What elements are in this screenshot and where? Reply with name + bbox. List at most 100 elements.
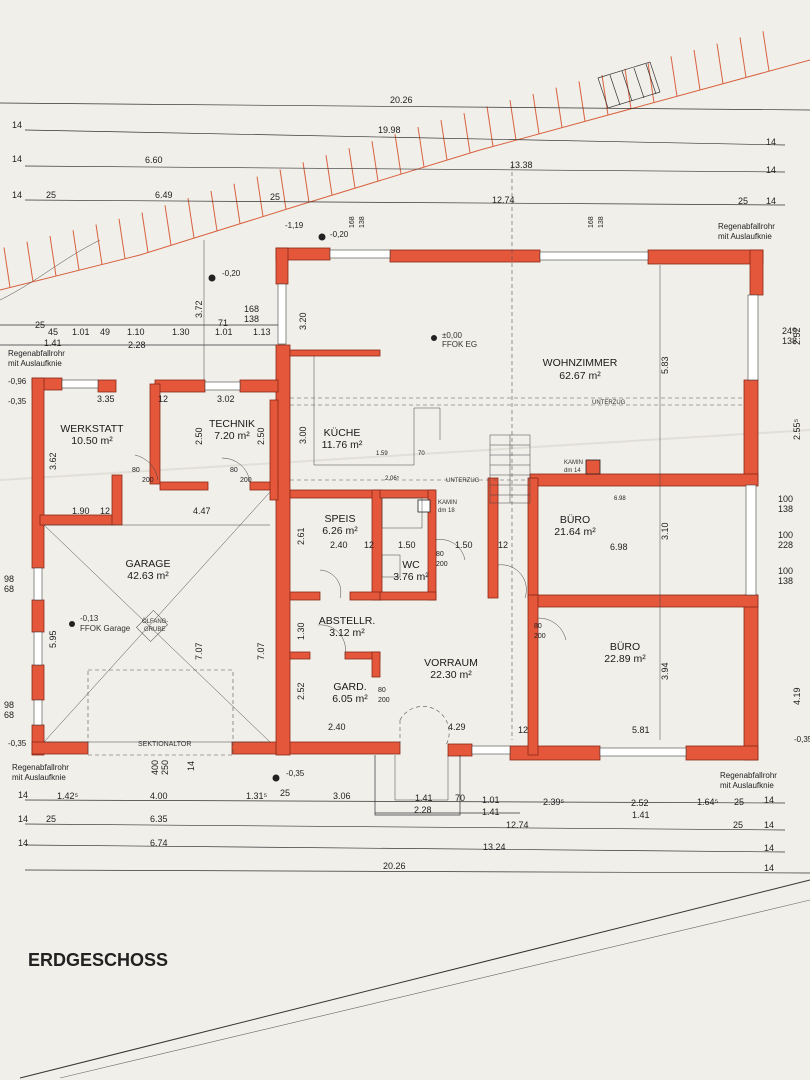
svg-text:mit Auslaufknie: mit Auslaufknie <box>720 781 774 790</box>
site-edge-line <box>19 879 810 1079</box>
hatch-mark <box>26 241 34 282</box>
dim-bottom-2a: 6.35 <box>150 814 168 824</box>
svg-text:1.41: 1.41 <box>44 338 62 348</box>
svg-text:2.28: 2.28 <box>128 340 146 350</box>
svg-text:1.41: 1.41 <box>632 810 650 820</box>
level-markers: -0,20 -0,20 -1,19 -0,96 -0,35 -0,35 -0,3… <box>8 221 810 782</box>
svg-text:2.52: 2.52 <box>792 327 802 345</box>
svg-text:-0,96: -0,96 <box>8 377 27 386</box>
dim-bottom-25b: 25 <box>733 820 743 830</box>
svg-text:3.02: 3.02 <box>217 394 235 404</box>
hatch-mark <box>739 37 747 78</box>
svg-text:138: 138 <box>359 216 366 228</box>
room-technik-name: TECHNIK <box>209 418 255 430</box>
svg-text:200: 200 <box>142 477 154 484</box>
hatch-mark <box>509 100 517 141</box>
dim-bottom-3a: 6.74 <box>150 838 168 848</box>
dim-bottom-14f: 14 <box>764 843 774 853</box>
room-buero1-name: BÜRO <box>560 514 590 526</box>
hatch-mark <box>417 127 425 168</box>
svg-text:6.98: 6.98 <box>610 542 628 552</box>
svg-text:5.81: 5.81 <box>632 725 650 735</box>
room-werkstatt-area: 10.50 m² <box>71 435 113 447</box>
hatch-mark <box>440 120 448 161</box>
dim-top-2: 19.98 <box>378 125 401 135</box>
kitchen-counters <box>313 356 441 578</box>
hatch-mark <box>279 169 287 210</box>
svg-text:1.01: 1.01 <box>215 327 233 337</box>
svg-text:±0,00: ±0,00 <box>442 331 463 340</box>
svg-text:-0,35: -0,35 <box>286 769 305 778</box>
svg-text:SEKTIONALTOR: SEKTIONALTOR <box>138 741 191 748</box>
svg-text:dm 18: dm 18 <box>438 508 455 514</box>
svg-text:200: 200 <box>240 477 252 484</box>
hatch-mark <box>210 190 218 232</box>
svg-text:100: 100 <box>778 566 793 576</box>
svg-text:2.40: 2.40 <box>328 722 346 732</box>
svg-text:2.28: 2.28 <box>414 805 432 815</box>
svg-text:1.50: 1.50 <box>455 540 473 550</box>
svg-text:80: 80 <box>436 551 444 558</box>
svg-text:200: 200 <box>378 697 390 704</box>
dim-top-3a: 6.60 <box>145 155 163 165</box>
walls <box>31 247 764 761</box>
svg-text:98: 98 <box>4 700 14 710</box>
svg-text:mit Auslaufknie: mit Auslaufknie <box>718 232 772 241</box>
room-labels: WOHNZIMMER 62.67 m² WERKSTATT 10.50 m² T… <box>60 357 646 705</box>
hatch-mark <box>463 112 471 154</box>
room-wc-area: 3.76 m² <box>393 571 429 583</box>
dim-bottom-14c: 14 <box>18 838 28 848</box>
dim-top-25b: 25 <box>738 196 748 206</box>
svg-text:400: 400 <box>150 760 160 775</box>
svg-text:168: 168 <box>588 216 595 228</box>
dim-bottom-3b: 13.24 <box>483 842 506 852</box>
dim-bottom-25: 25 <box>46 814 56 824</box>
svg-text:12: 12 <box>364 540 374 550</box>
svg-text:1.10: 1.10 <box>127 327 145 337</box>
hatch-mark <box>394 134 402 175</box>
dims-left-row: 25 45 1.01 49 1.10 1.30 1.01 1.13 1.41 2… <box>35 320 271 350</box>
hatch-mark <box>348 148 356 189</box>
svg-text:6.98: 6.98 <box>614 496 626 502</box>
svg-text:71: 71 <box>218 318 228 328</box>
site-boundary <box>0 31 810 301</box>
svg-text:dm 14: dm 14 <box>564 468 581 474</box>
svg-text:68: 68 <box>4 584 14 594</box>
dim-top-4b: 25 <box>270 192 280 202</box>
dim-bottom-14a: 14 <box>18 790 28 800</box>
svg-text:2.52: 2.52 <box>631 798 649 808</box>
svg-text:3.10: 3.10 <box>660 522 670 540</box>
dimension-lines-bottom <box>24 799 810 874</box>
svg-text:228: 228 <box>778 540 793 550</box>
svg-text:ÖLFANG-: ÖLFANG- <box>142 618 168 625</box>
dim-top-4a: 6.49 <box>155 190 173 200</box>
svg-text:4.00: 4.00 <box>150 791 168 801</box>
svg-text:45: 45 <box>48 327 58 337</box>
svg-text:3.94: 3.94 <box>660 662 670 680</box>
svg-text:2.06⁵: 2.06⁵ <box>385 475 400 482</box>
interior-dimensions: 3.35 3.02 3.62 2.50 2.50 3.20 3.72 3.00 … <box>4 216 802 775</box>
room-speis-area: 6.26 m² <box>322 525 358 537</box>
hatch-mark <box>233 183 241 224</box>
dims-bottom-row1: 1.42⁵ 4.00 1.31⁵ 25 3.06 1.41 70 1.01 2.… <box>57 788 744 820</box>
windows <box>33 249 759 757</box>
svg-text:UNTERZUG: UNTERZUG <box>592 400 626 406</box>
svg-text:25: 25 <box>35 320 45 330</box>
svg-text:2.52: 2.52 <box>296 682 306 700</box>
hatch-mark <box>647 62 655 103</box>
hatch-mark <box>693 49 701 91</box>
svg-text:Regenabfallrohr: Regenabfallrohr <box>720 771 777 780</box>
svg-text:4.29: 4.29 <box>448 722 466 732</box>
room-wohnzimmer-name: WOHNZIMMER <box>543 357 618 369</box>
svg-text:49: 49 <box>100 327 110 337</box>
svg-text:80: 80 <box>132 467 140 474</box>
svg-text:KAMIN: KAMIN <box>438 500 457 506</box>
room-wohnzimmer-area: 62.67 m² <box>559 370 601 382</box>
svg-text:3.00: 3.00 <box>298 426 308 444</box>
svg-text:4.47: 4.47 <box>193 506 211 516</box>
svg-text:1.31⁵: 1.31⁵ <box>246 791 268 801</box>
dimension-lines-top <box>0 102 810 346</box>
svg-text:138: 138 <box>778 504 793 514</box>
svg-text:138: 138 <box>244 314 259 324</box>
svg-text:249: 249 <box>782 326 797 336</box>
